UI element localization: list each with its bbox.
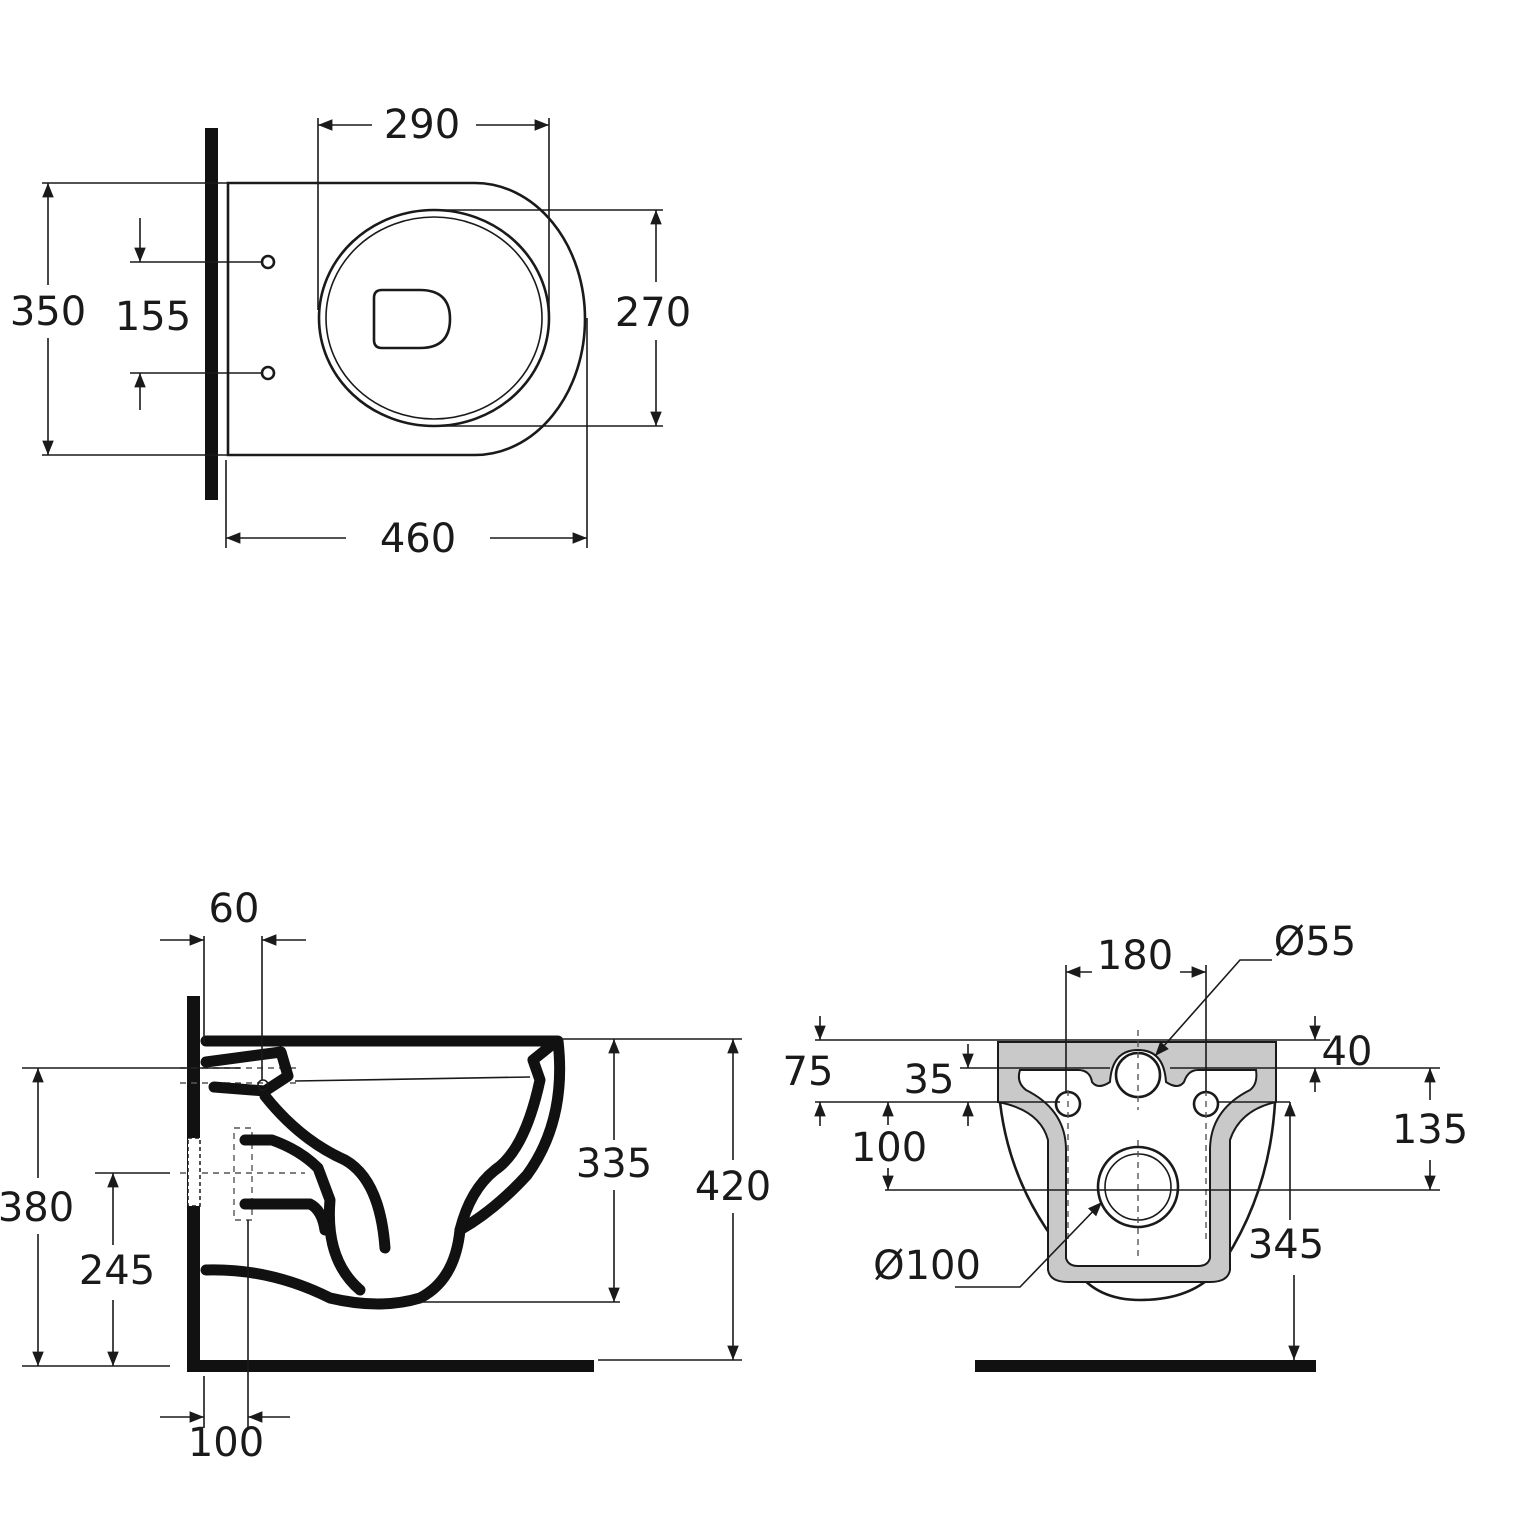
dim-inlet-diameter: Ø55	[1274, 919, 1356, 965]
leader-55	[1154, 959, 1272, 1057]
dim-back-outlet-height: 345	[1248, 1222, 1324, 1268]
fixing-hole-upper	[260, 254, 276, 270]
bowl-drain-outline	[372, 288, 452, 350]
outlet-sleeve	[187, 1137, 201, 1207]
side-view-floor	[187, 1360, 594, 1372]
top-view-outline	[226, 181, 587, 457]
outlet-circle-outer	[1096, 1145, 1180, 1229]
top-view: 290 350 155 270 460	[10, 102, 691, 562]
back-view-floor	[975, 1360, 1316, 1372]
bowl-rim-inner	[325, 216, 543, 420]
back-bowl-outline	[998, 1101, 1277, 1302]
top-view-wall	[205, 128, 218, 500]
dim-top-to-inlet: 35	[904, 1057, 955, 1103]
dim-fixing-to-outlet: 135	[1392, 1107, 1468, 1153]
dim-fixing-spacing: 155	[115, 294, 191, 340]
dim-rim-to-trap: 335	[576, 1141, 652, 1187]
dim-fixing-depth: 100	[851, 1125, 927, 1171]
side-view: 60 380 245 335 420 100	[0, 886, 771, 1466]
dim-depth-total: 350	[10, 289, 86, 335]
dim-bowl-opening: 270	[615, 290, 691, 336]
dim-outlet-height: 245	[79, 1248, 155, 1294]
dim-projection: 460	[380, 516, 456, 562]
dim-top-offset-left: 75	[783, 1049, 834, 1095]
back-view: 180 Ø55 75 35 100 40 135 Ø100 345	[783, 919, 1468, 1372]
dim-back-fixing-spacing: 180	[1097, 933, 1173, 979]
dim-width-seat: 290	[384, 102, 460, 148]
dim-top-offset-right: 40	[1322, 1029, 1373, 1075]
back-frame-inner	[1017, 1048, 1258, 1267]
dim-outlet-diameter: Ø100	[873, 1243, 981, 1289]
dim-outlet-offset: 100	[188, 1420, 264, 1466]
leader-100	[955, 1201, 1103, 1288]
dim-total-height: 420	[695, 1164, 771, 1210]
side-fixing-hole	[257, 1079, 269, 1091]
fixing-hole-lower	[260, 365, 276, 381]
dim-fixing-height: 380	[0, 1185, 74, 1231]
bowl-rim-outer	[317, 208, 551, 428]
dim-wall-offset-top: 60	[209, 886, 260, 932]
